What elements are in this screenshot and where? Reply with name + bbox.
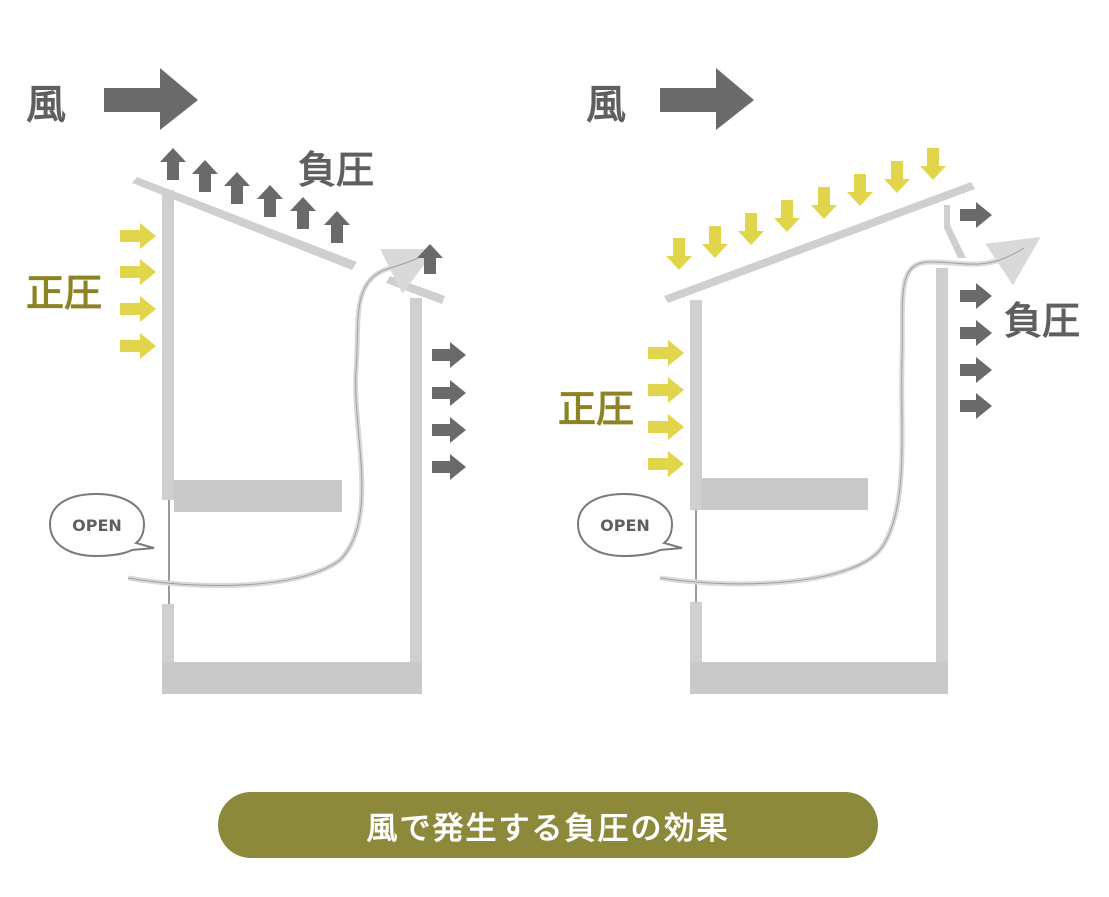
left-dark-arrow-icon (432, 342, 466, 368)
right-dark-arrow-icon (960, 283, 992, 309)
right-down-arrow-icon (847, 174, 873, 206)
right-down-arrow-icon (738, 213, 764, 245)
right-down-arrow-icon (774, 200, 800, 232)
right-dark-arrow-icon (960, 393, 992, 419)
right-roof-vent (944, 205, 966, 258)
right-right-wall (936, 268, 948, 694)
left-up-arrow-icon (324, 211, 350, 243)
left-positive-pressure-label: 正圧 (26, 271, 102, 315)
caption-text: 風で発生する負圧の効果 (366, 810, 730, 847)
left-wall-upper (162, 190, 174, 500)
right-roof (664, 182, 975, 303)
right-dark-arrow-icon (960, 320, 992, 346)
left-up-arrow-icon (192, 160, 218, 192)
left-house-section: 風 (26, 68, 466, 694)
left-right-wall (410, 298, 422, 694)
left-yellow-arrow-icon (120, 223, 156, 249)
left-up-arrow-icon (160, 148, 186, 180)
right-mid-floor (702, 478, 868, 510)
right-dark-arrow-icon (960, 357, 992, 383)
left-dark-arrow-icon (432, 380, 466, 406)
left-yellow-arrow-icon (120, 333, 156, 359)
left-up-arrow-icon (224, 172, 250, 204)
right-leeward-arrows (960, 202, 992, 419)
left-yellow-arrow-icon (120, 259, 156, 285)
left-dark-arrow-icon (432, 417, 466, 443)
left-positive-arrows (120, 223, 156, 359)
right-roof-push-arrows (666, 148, 946, 270)
right-left-wall-upper (690, 300, 702, 510)
caption-pill: 風で発生する負圧の効果 (218, 792, 878, 858)
right-yellow-arrow-icon (648, 377, 684, 403)
left-mid-floor (174, 480, 342, 512)
left-yellow-arrow-icon (120, 296, 156, 322)
left-dark-arrow-icon (432, 454, 466, 480)
left-up-arrow-icon (257, 185, 283, 217)
left-up-arrow-icon (417, 244, 443, 274)
right-yellow-arrow-icon (648, 414, 684, 440)
left-negative-pressure-label: 負圧 (298, 148, 374, 192)
right-yellow-arrow-icon (648, 451, 684, 477)
right-wind-arrow-icon (660, 68, 754, 130)
right-down-arrow-icon (811, 187, 837, 219)
left-up-arrow-icon (290, 197, 316, 229)
right-yellow-arrow-icon (648, 340, 684, 366)
right-floor (690, 662, 948, 694)
right-dark-arrow-icon (960, 202, 992, 228)
left-open-label: OPEN (72, 516, 122, 535)
left-wind-arrow-icon (104, 68, 198, 130)
right-positive-arrows (648, 340, 684, 477)
left-wind-label: 風 (26, 82, 66, 128)
left-floor (162, 662, 422, 694)
right-down-arrow-icon (884, 161, 910, 193)
left-window-open (168, 500, 170, 608)
left-roof-suction-arrows (160, 148, 443, 274)
right-airflow-outline (659, 247, 1025, 585)
right-open-bubble: OPEN (576, 492, 683, 558)
left-open-bubble: OPEN (48, 492, 155, 558)
right-down-arrow-icon (666, 238, 692, 270)
left-upper-roof (132, 177, 357, 270)
right-window-open (695, 510, 697, 606)
right-wind-label: 風 (586, 82, 626, 128)
right-house-section: 風 (558, 68, 1080, 694)
right-down-arrow-icon (702, 226, 728, 258)
right-positive-pressure-label: 正圧 (558, 387, 634, 431)
left-leeward-arrows (432, 342, 466, 480)
right-negative-pressure-label: 負圧 (1004, 299, 1080, 343)
right-open-label: OPEN (600, 516, 650, 535)
left-airflow-outline (127, 257, 419, 586)
right-down-arrow-icon (920, 148, 946, 180)
